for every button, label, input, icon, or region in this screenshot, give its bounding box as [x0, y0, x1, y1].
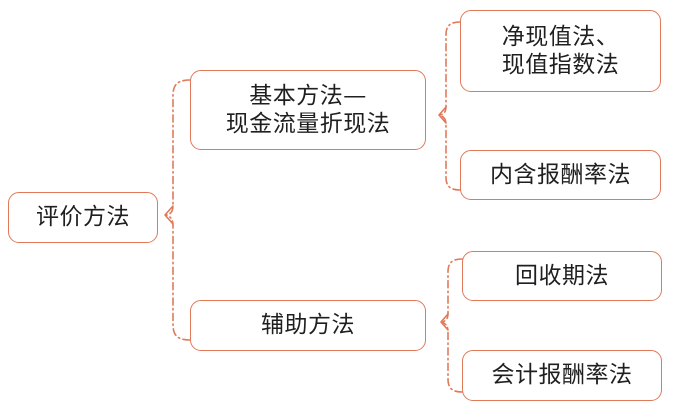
node-accounting-rate-of-return[interactable]: 会计报酬率法 — [462, 350, 662, 401]
node-payback-period-label: 回收期法 — [515, 262, 609, 289]
brace-aux-tip — [440, 313, 449, 331]
brace-basic-tip — [438, 106, 447, 124]
brace-root-tip — [164, 205, 174, 225]
node-auxiliary-method-label: 辅助方法 — [261, 312, 355, 339]
node-internal-rate-of-return-label: 内含报酬率法 — [490, 161, 631, 188]
brace-aux-lower — [441, 321, 463, 393]
node-accounting-rate-of-return-label: 会计报酬率法 — [491, 362, 633, 389]
node-root-label: 评价方法 — [36, 204, 130, 231]
node-basic-method-label: 基本方法— 现金流量折现法 — [225, 82, 391, 137]
brace-aux-upper — [441, 258, 463, 323]
node-npv-and-pi[interactable]: 净现值法、 现值指数法 — [460, 10, 661, 92]
brace-basic-lower — [439, 114, 461, 191]
brace-root-lower — [165, 214, 191, 341]
brace-root-upper — [165, 79, 191, 216]
node-payback-period[interactable]: 回收期法 — [462, 251, 662, 301]
node-basic-method-dcf[interactable]: 基本方法— 现金流量折现法 — [190, 70, 426, 150]
brace-basic-upper — [439, 21, 461, 116]
node-auxiliary-method[interactable]: 辅助方法 — [190, 300, 426, 351]
node-root-evaluation-methods[interactable]: 评价方法 — [8, 192, 158, 243]
node-npv-and-pi-label: 净现值法、 现值指数法 — [501, 23, 620, 78]
node-internal-rate-of-return[interactable]: 内含报酬率法 — [460, 150, 661, 200]
